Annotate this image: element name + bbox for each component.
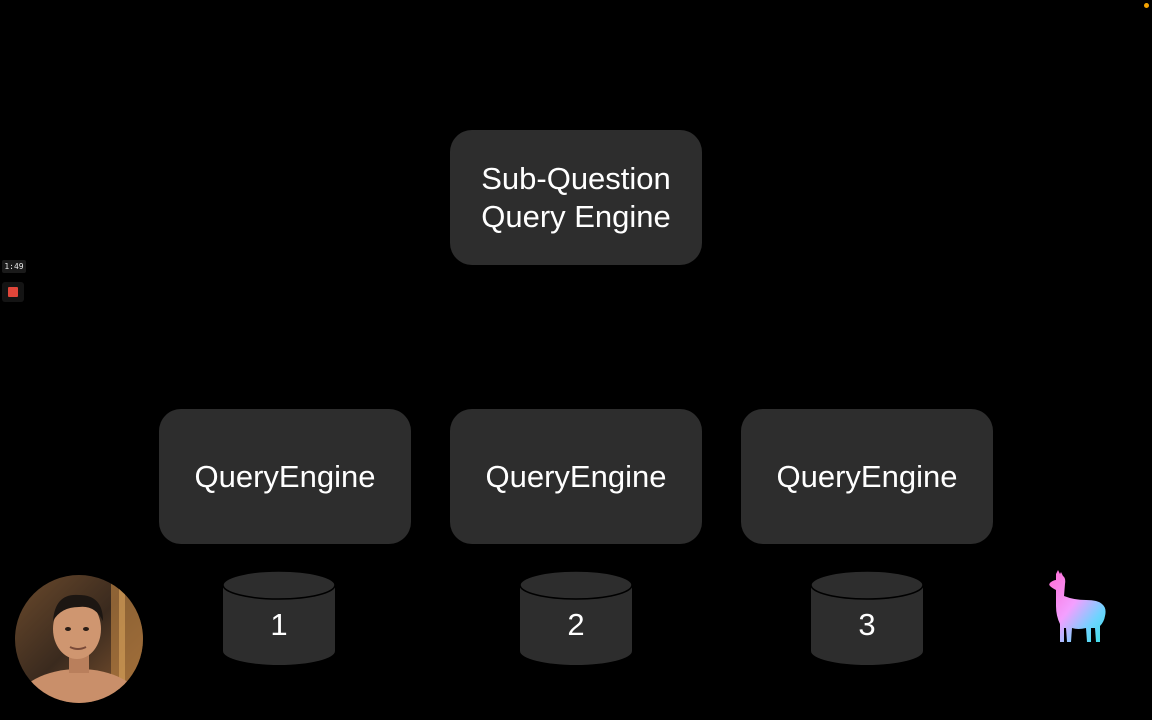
stop-recording-button[interactable] [2, 282, 24, 302]
database-label: 1 [270, 607, 288, 642]
query-engine-label: QueryEngine [194, 458, 376, 494]
root-node-label-line-1: Sub-Question [481, 160, 671, 196]
database-1: 1 [222, 569, 336, 667]
recording-status-dot-icon [1144, 3, 1149, 8]
database-cylinder-icon [810, 570, 924, 665]
database-label: 3 [858, 607, 876, 642]
presenter-webcam [15, 575, 143, 703]
database-label: 2 [567, 607, 585, 642]
query-engine-label: QueryEngine [776, 458, 958, 494]
database-3: 3 [810, 569, 924, 667]
presenter-avatar-icon [15, 575, 143, 703]
database-2: 2 [519, 569, 633, 667]
query-engine-node-2: QueryEngine [450, 409, 702, 544]
root-node-label-line-2: Query Engine [481, 198, 671, 234]
query-engine-label: QueryEngine [485, 458, 667, 494]
llama-logo-icon [1049, 570, 1106, 642]
database-cylinder-icon [519, 570, 633, 665]
query-engine-node-1: QueryEngine [159, 409, 411, 544]
recording-timer: 1:49 [2, 260, 26, 273]
llama-logo [1044, 570, 1108, 646]
database-cylinder-icon [222, 570, 336, 665]
sub-question-query-engine-node: Sub-Question Query Engine [450, 130, 702, 265]
stop-square-icon [8, 287, 18, 297]
query-engine-node-3: QueryEngine [741, 409, 993, 544]
